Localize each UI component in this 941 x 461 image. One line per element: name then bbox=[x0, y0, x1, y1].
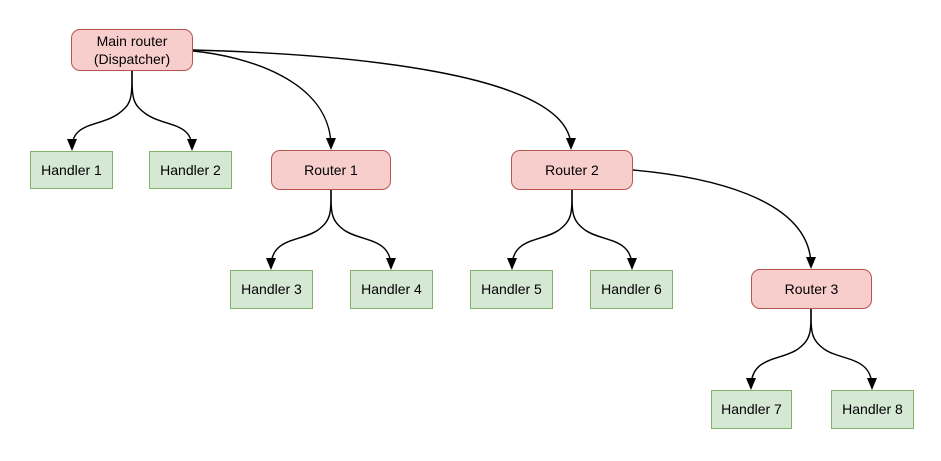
edge-router2-to-handler6 bbox=[571, 189, 637, 270]
node-handler2: Handler 2 bbox=[149, 151, 232, 189]
edge-router2-to-handler5 bbox=[507, 189, 573, 270]
node-main: Main router (Dispatcher) bbox=[71, 29, 193, 71]
node-handler8: Handler 8 bbox=[831, 390, 914, 429]
edge-main-to-router2 bbox=[192, 49, 576, 150]
node-label: Handler 1 bbox=[41, 161, 102, 178]
edge-router2-to-router3 bbox=[632, 169, 816, 269]
node-router1: Router 1 bbox=[271, 150, 391, 190]
edge-router1-to-handler3 bbox=[266, 189, 332, 270]
node-handler4: Handler 4 bbox=[350, 270, 433, 309]
node-handler5: Handler 5 bbox=[470, 270, 553, 309]
edge-main-to-router1 bbox=[192, 50, 336, 150]
node-label: Handler 8 bbox=[842, 401, 903, 418]
edge-main-to-handler1 bbox=[67, 70, 133, 151]
node-handler7: Handler 7 bbox=[711, 390, 792, 429]
node-router2: Router 2 bbox=[511, 150, 633, 190]
node-label: Main router (Dispatcher) bbox=[93, 32, 171, 67]
node-label: Router 1 bbox=[304, 161, 358, 178]
node-label: Router 3 bbox=[784, 280, 839, 297]
node-label: Handler 4 bbox=[361, 281, 422, 298]
node-label: Handler 5 bbox=[481, 281, 542, 298]
node-label: Router 2 bbox=[545, 161, 599, 178]
node-label: Handler 7 bbox=[721, 401, 782, 418]
node-handler6: Handler 6 bbox=[590, 270, 673, 309]
edge-router3-to-handler8 bbox=[810, 308, 877, 390]
edge-router1-to-handler4 bbox=[330, 189, 396, 270]
node-label: Handler 2 bbox=[160, 161, 221, 178]
edge-router3-to-handler7 bbox=[746, 308, 812, 390]
node-label: Handler 6 bbox=[601, 281, 662, 298]
edge-main-to-handler2 bbox=[131, 70, 197, 151]
edge-group bbox=[67, 49, 877, 390]
node-handler1: Handler 1 bbox=[30, 151, 113, 189]
node-handler3: Handler 3 bbox=[230, 270, 313, 309]
node-router3: Router 3 bbox=[751, 269, 872, 309]
node-label: Handler 3 bbox=[241, 281, 302, 298]
